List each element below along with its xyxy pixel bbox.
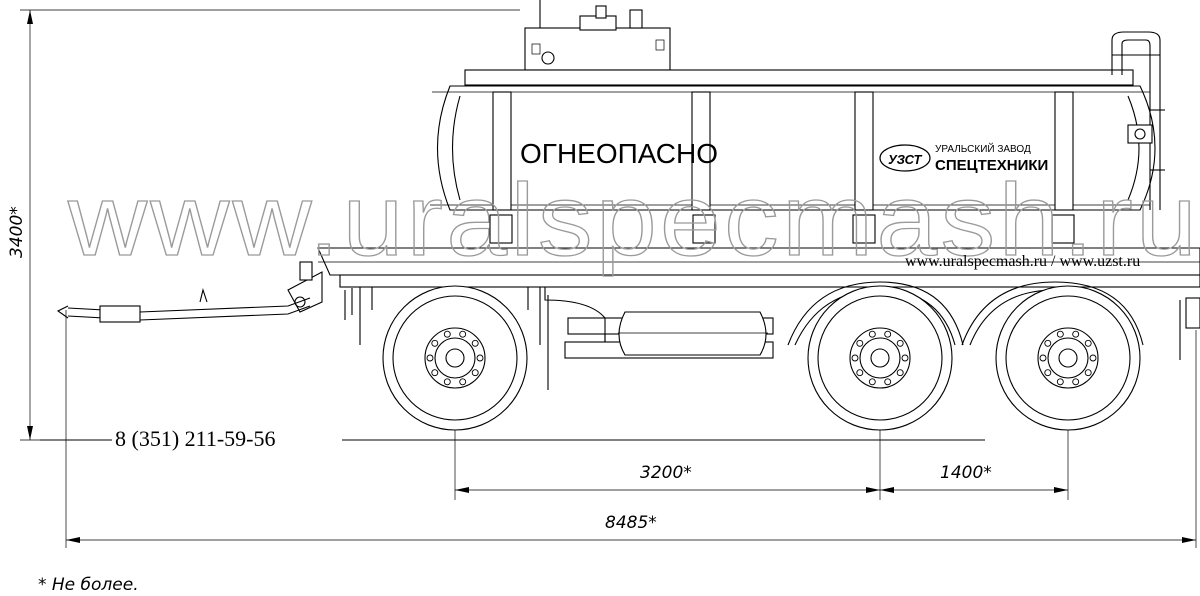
footnote: * Не более. <box>38 575 139 595</box>
wheel-stud <box>884 378 892 386</box>
wheel-stud <box>1084 369 1092 377</box>
wheel-stud <box>1084 339 1092 347</box>
wheel-stud <box>884 330 892 338</box>
logo-line2: СПЕЦТЕХНИКИ <box>935 157 1048 174</box>
wheel-stud <box>471 339 479 347</box>
wheel-stud <box>856 369 864 377</box>
wheel-stud <box>443 378 451 386</box>
manufacturer-logo: УЗСТ УРАЛЬСКИЙ ЗАВОД СПЕЦТЕХНИКИ <box>879 142 1048 174</box>
wheel-stud <box>856 339 864 347</box>
wheel-stud <box>443 330 451 338</box>
wheel-stud <box>868 378 876 386</box>
wheel-stud <box>459 330 467 338</box>
overall-length-label: 8485* <box>605 513 657 533</box>
wheel-stud <box>1072 330 1080 338</box>
wheel-rear <box>995 285 1141 431</box>
logo-line1: УРАЛЬСКИЙ ЗАВОД <box>935 142 1031 155</box>
wheel-stud <box>1039 354 1047 362</box>
wheel-stud <box>1056 330 1064 338</box>
chassis <box>56 247 1200 390</box>
wheelbase-label: 3200* <box>640 463 692 483</box>
wheel-stud <box>1044 339 1052 347</box>
wheel-stud <box>1044 369 1052 377</box>
wheel-stud <box>431 369 439 377</box>
logo-abbr: УЗСТ <box>888 152 923 167</box>
watermark: www.uralspecmash.ru <box>67 163 1200 277</box>
websites-text: www.uralspecmash.ru / www.uzst.ru <box>905 253 1140 270</box>
wheel-stud <box>476 354 484 362</box>
phone-number: 8 (351) 211-59-56 <box>115 426 276 451</box>
wheel-stud <box>901 354 909 362</box>
wheel-front <box>382 285 528 431</box>
wheelbase-dimension: 3200* 1400* <box>454 430 1069 500</box>
wheel-stud <box>851 354 859 362</box>
tank-label: ОГНЕОПАСНО <box>520 138 718 169</box>
wheel-middle <box>807 285 953 431</box>
overall-length-dimension: 8485* <box>65 310 1197 548</box>
height-dimension-label: 3400* <box>7 206 27 258</box>
wheel-stud <box>426 354 434 362</box>
wheel-stud <box>431 339 439 347</box>
wheel-stud <box>1072 378 1080 386</box>
wheel-stud <box>868 330 876 338</box>
wheel-stud <box>471 369 479 377</box>
tank <box>430 0 1165 244</box>
axle-spacing-label: 1400* <box>940 463 992 483</box>
wheel-stud <box>459 378 467 386</box>
wheel-stud <box>1056 378 1064 386</box>
wheel-stud <box>1089 354 1097 362</box>
wheel-stud <box>896 369 904 377</box>
wheel-stud <box>896 339 904 347</box>
